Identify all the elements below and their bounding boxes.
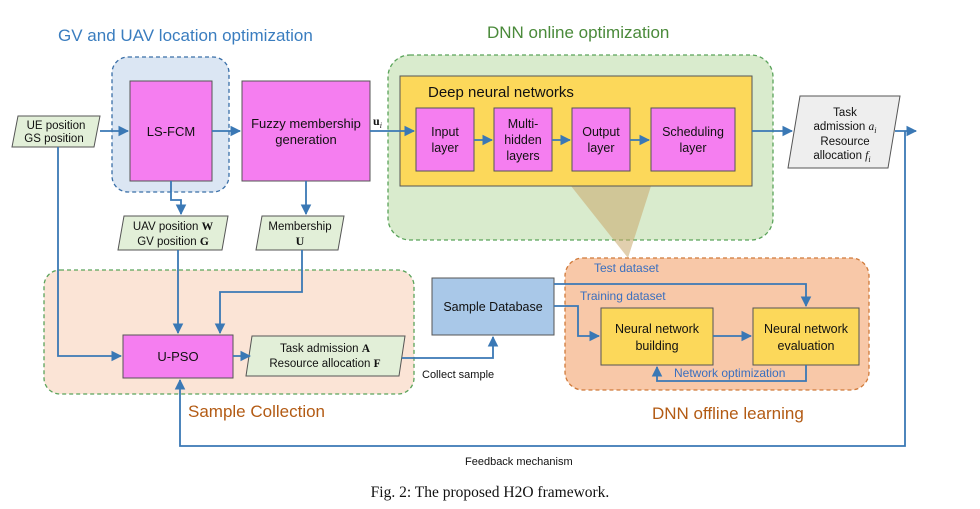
input-layer-line1: Input bbox=[431, 125, 459, 139]
gv-uav-title: GV and UAV location optimization bbox=[58, 26, 313, 45]
nn-evaluation-box bbox=[752, 307, 860, 366]
feedback-label: Feedback mechanism bbox=[465, 456, 573, 468]
multi-hidden-box bbox=[493, 107, 553, 172]
offline-to-online-funnel bbox=[571, 186, 651, 258]
upso-label: U-PSO bbox=[157, 349, 198, 364]
lsfcm-label: LS-FCM bbox=[147, 124, 195, 139]
nn-evaluation-line1: Neural network bbox=[764, 322, 849, 336]
collect-sample-label: Collect sample bbox=[422, 369, 494, 381]
nn-building-line1: Neural network bbox=[615, 322, 700, 336]
membership-node bbox=[255, 215, 345, 251]
scheduling-layer-line2: layer bbox=[679, 141, 706, 155]
membership-label: Membership bbox=[268, 221, 331, 233]
task-admission-label: Task admission A bbox=[280, 343, 371, 355]
membership-symbol: U bbox=[296, 234, 305, 248]
output-layer-line2: layer bbox=[587, 141, 614, 155]
task-output-line3: Resource bbox=[820, 136, 869, 148]
nn-building-box bbox=[600, 307, 714, 366]
arrow-test-dataset bbox=[554, 283, 812, 308]
output-layer-box bbox=[571, 107, 631, 172]
test-dataset-label: Test dataset bbox=[594, 261, 659, 275]
fuzzy-membership-box bbox=[241, 80, 371, 182]
arrow-training-dataset bbox=[554, 305, 601, 342]
multi-hidden-line2: hidden bbox=[504, 133, 542, 147]
nn-evaluation-line2: evaluation bbox=[778, 339, 835, 353]
upso-box bbox=[122, 334, 234, 379]
multi-hidden-line1: Multi- bbox=[508, 117, 539, 131]
uav-gv-position-node bbox=[117, 215, 229, 251]
sample-database-box bbox=[431, 277, 555, 336]
arrow-network-optimization bbox=[651, 365, 807, 382]
dnn-online-title: DNN online optimization bbox=[487, 23, 669, 42]
fuzzy-membership-line1: Fuzzy membership bbox=[251, 116, 361, 131]
ue-position-label: UE position bbox=[27, 120, 86, 132]
sample-database-label: Sample Database bbox=[443, 300, 542, 314]
arrow-feedback bbox=[174, 131, 906, 447]
input-layer-box bbox=[415, 107, 475, 172]
task-output-line4: allocation fi bbox=[813, 150, 870, 164]
arrow-input-to-upso bbox=[57, 147, 123, 362]
figure-caption: Fig. 2: The proposed H2O framework. bbox=[371, 484, 610, 501]
dnn-offline-title: DNN offline learning bbox=[652, 404, 804, 423]
scheduling-layer-line1: Scheduling bbox=[662, 125, 724, 139]
ue-gs-input bbox=[11, 115, 101, 148]
nn-building-line2: building bbox=[635, 339, 678, 353]
input-layer-line2: layer bbox=[431, 141, 458, 155]
multi-hidden-line3: layers bbox=[506, 149, 539, 163]
resource-allocation-label: Resource allocation F bbox=[269, 358, 380, 370]
training-dataset-label: Training dataset bbox=[580, 289, 666, 303]
task-admission-node bbox=[245, 335, 406, 377]
uav-position-label: UAV position W bbox=[133, 221, 214, 233]
ui-label: ui bbox=[373, 114, 382, 130]
sample-collection-title: Sample Collection bbox=[188, 402, 325, 421]
task-output-line2: admission ai bbox=[814, 121, 877, 135]
task-output-line1: Task bbox=[833, 107, 857, 119]
task-output-node bbox=[787, 95, 901, 169]
output-layer-line1: Output bbox=[582, 125, 620, 139]
gv-position-label: GV position G bbox=[137, 236, 209, 248]
scheduling-layer-box bbox=[650, 107, 736, 172]
arrow-lsfcm-to-uav bbox=[170, 181, 187, 216]
gs-position-label: GS position bbox=[24, 133, 83, 145]
arrow-collect-sample bbox=[402, 335, 499, 359]
network-optimization-label: Network optimization bbox=[674, 366, 785, 380]
fuzzy-membership-line2: generation bbox=[275, 132, 336, 147]
dnn-header: Deep neural networks bbox=[428, 84, 574, 101]
arrow-membership-to-upso bbox=[214, 250, 303, 335]
lsfcm-box bbox=[129, 80, 213, 182]
